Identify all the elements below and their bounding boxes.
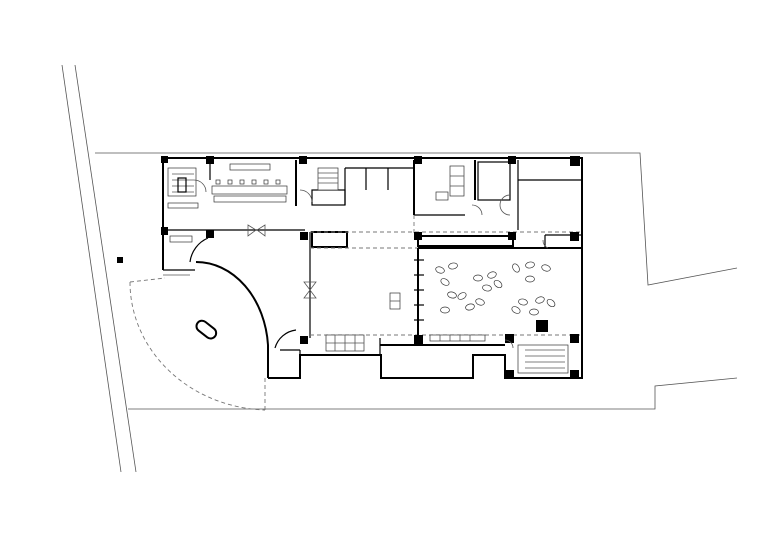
staircase-icon [317,167,339,191]
column [161,156,168,163]
pebble-seat-icon [511,306,521,314]
pebble-seat-icon [525,261,535,269]
pebble-seat-icon [457,292,467,300]
pebble-seat-icon [493,279,503,289]
columns [161,156,580,379]
column [161,227,168,235]
pebble-seat-icon [525,275,535,283]
column [570,370,579,379]
pebble-seat-icon [487,271,497,279]
site-boundary-lower [128,377,738,410]
pebble-seat-icon [435,266,445,274]
column [300,336,308,344]
site-marker [117,257,123,263]
toilet-icon [435,165,465,201]
column [508,156,516,164]
partition-track [414,248,424,338]
canopy-outline [129,281,266,411]
pebble-seat-icon [465,303,475,311]
pebble-seat-icon [482,284,492,292]
pebble-seat-icon [448,262,458,270]
curved-entrance-wall [195,260,269,346]
column [206,230,214,238]
beam-lines [310,215,582,336]
column [299,156,307,164]
column [414,232,422,240]
column [206,156,214,164]
door-swings [193,179,549,349]
pebble-seat-icon [546,298,556,308]
column [536,320,548,332]
interior-walls [163,158,582,378]
staircase-icon [167,167,197,197]
pebble-seat-icon [440,306,450,314]
column [508,232,516,240]
pebble-seat-icon [541,264,551,272]
pebble-seat-icon [473,274,483,282]
pebble-seat-icon [535,296,545,304]
pebble-seat-icon [518,298,528,306]
site-boundary [95,152,738,286]
meeting-table [167,163,288,243]
column [570,232,579,241]
column [505,370,514,379]
column [505,334,514,343]
pebble-seat-icon [440,278,450,286]
entrance-bench [195,319,218,340]
column [414,335,423,344]
pebble-seat-icon [529,308,539,316]
pebble-seats [435,261,556,316]
pebble-seat-icon [475,298,485,306]
column [300,232,308,240]
column [570,156,580,166]
pebble-seat-icon [447,291,457,299]
column [570,334,579,343]
column [414,156,422,164]
pebble-seat-icon [512,263,520,273]
bench-grid [325,334,486,352]
staircase-icon [517,344,569,374]
road-edges [61,64,137,473]
